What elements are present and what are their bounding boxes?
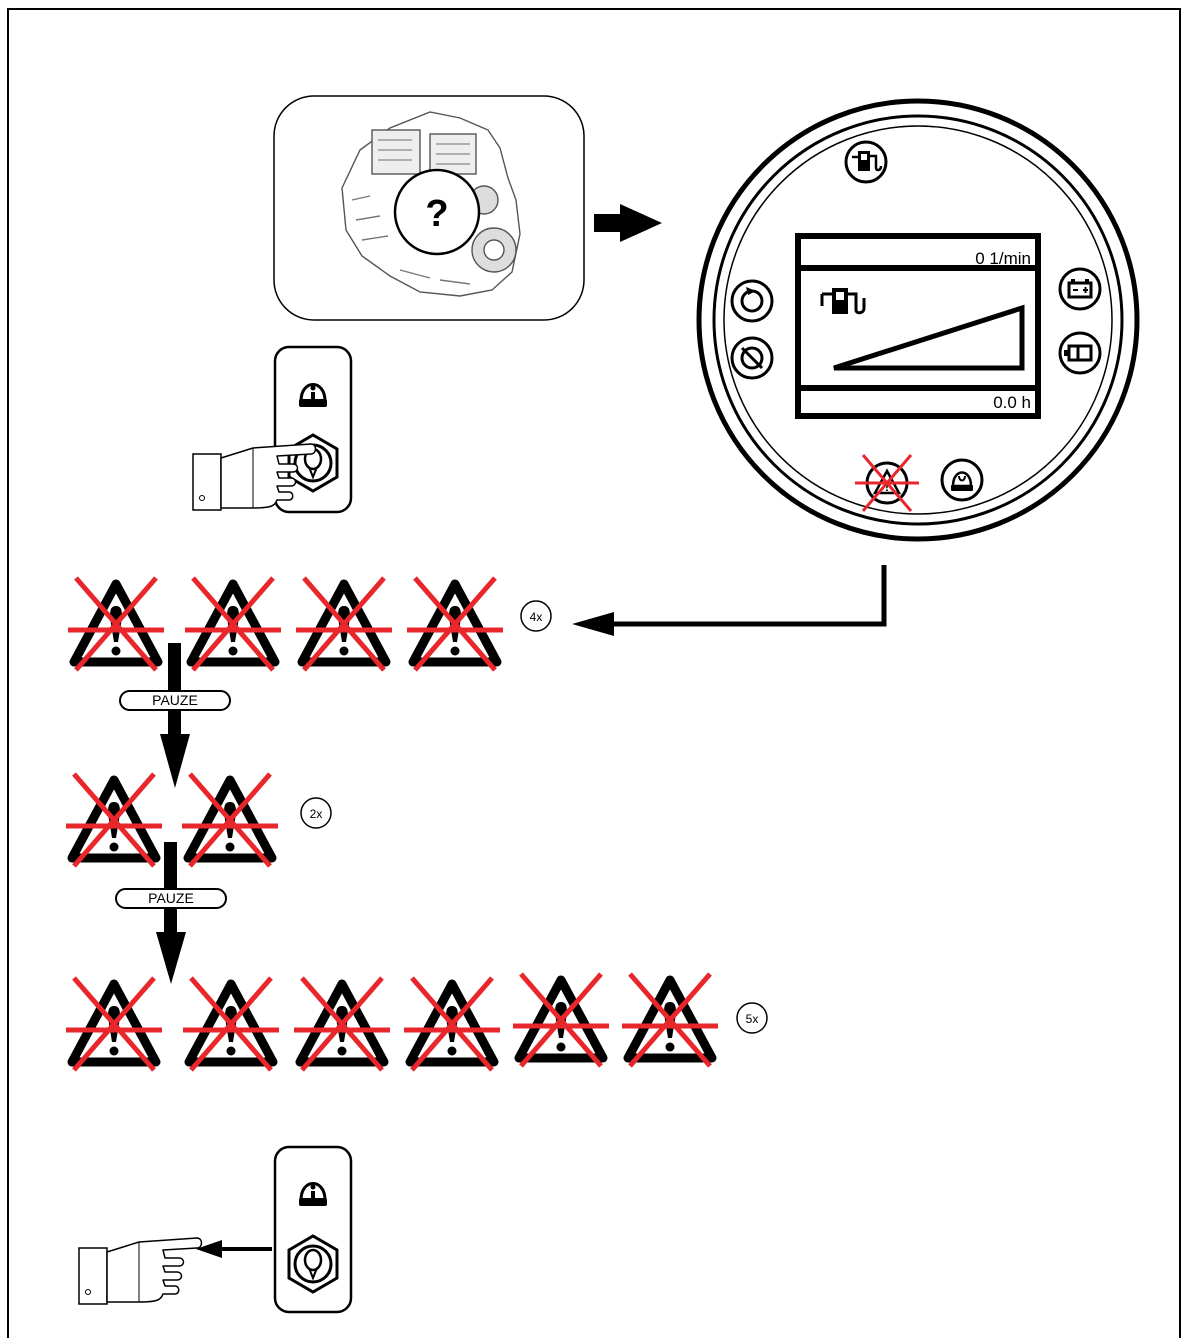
warning-icon-crossed: ! <box>855 454 919 512</box>
arrow-to-sequence <box>572 565 887 636</box>
count-label-2x: 2x <box>310 807 323 821</box>
diagnostic-switch-panel-released <box>78 1145 353 1314</box>
pause-arrow-2: PAUZE <box>115 842 227 984</box>
pause-label-1: PAUZE <box>152 692 198 708</box>
rotation-icon <box>730 279 774 323</box>
count-label-4x: 4x <box>530 610 543 624</box>
question-mark: ? <box>425 193 448 235</box>
engine-panel: ? <box>273 95 585 321</box>
engine-off-icon <box>730 336 774 380</box>
fuel-pump-icon <box>844 140 888 184</box>
count-badge-2x <box>300 797 332 829</box>
count-badge-4x <box>520 600 552 632</box>
battery-icon <box>1058 267 1102 311</box>
release-arrow <box>196 1240 272 1258</box>
released-hand <box>78 1237 203 1305</box>
arrow-to-gauge <box>594 204 662 242</box>
instrument-gauge: 0 1/min 0.0 h <box>696 98 1140 542</box>
svg-text:!: ! <box>885 480 889 494</box>
count-label-5x: 5x <box>746 1012 759 1026</box>
pause-label-2: PAUZE <box>148 890 194 906</box>
question-badge <box>393 168 481 256</box>
blink-group-2: 2x <box>66 774 332 866</box>
blink-group-3: 5x <box>66 974 768 1070</box>
alternator-icon <box>1058 331 1102 375</box>
diagnostic-switch-panel-pressed <box>192 345 353 514</box>
rpm-readout: 0 1/min <box>975 249 1031 268</box>
hours-readout: 0.0 h <box>993 393 1031 412</box>
blink-group-1: 4x <box>68 578 552 670</box>
pause-arrow-1: PAUZE <box>119 643 231 788</box>
display-fuel-icon <box>820 288 866 315</box>
rpm-bar-graph <box>833 304 1025 371</box>
oil-pressure-icon <box>940 458 984 502</box>
count-badge-5x <box>736 1002 768 1034</box>
diagnostic-button-2[interactable] <box>287 1234 339 1294</box>
page-frame <box>7 8 1181 1338</box>
